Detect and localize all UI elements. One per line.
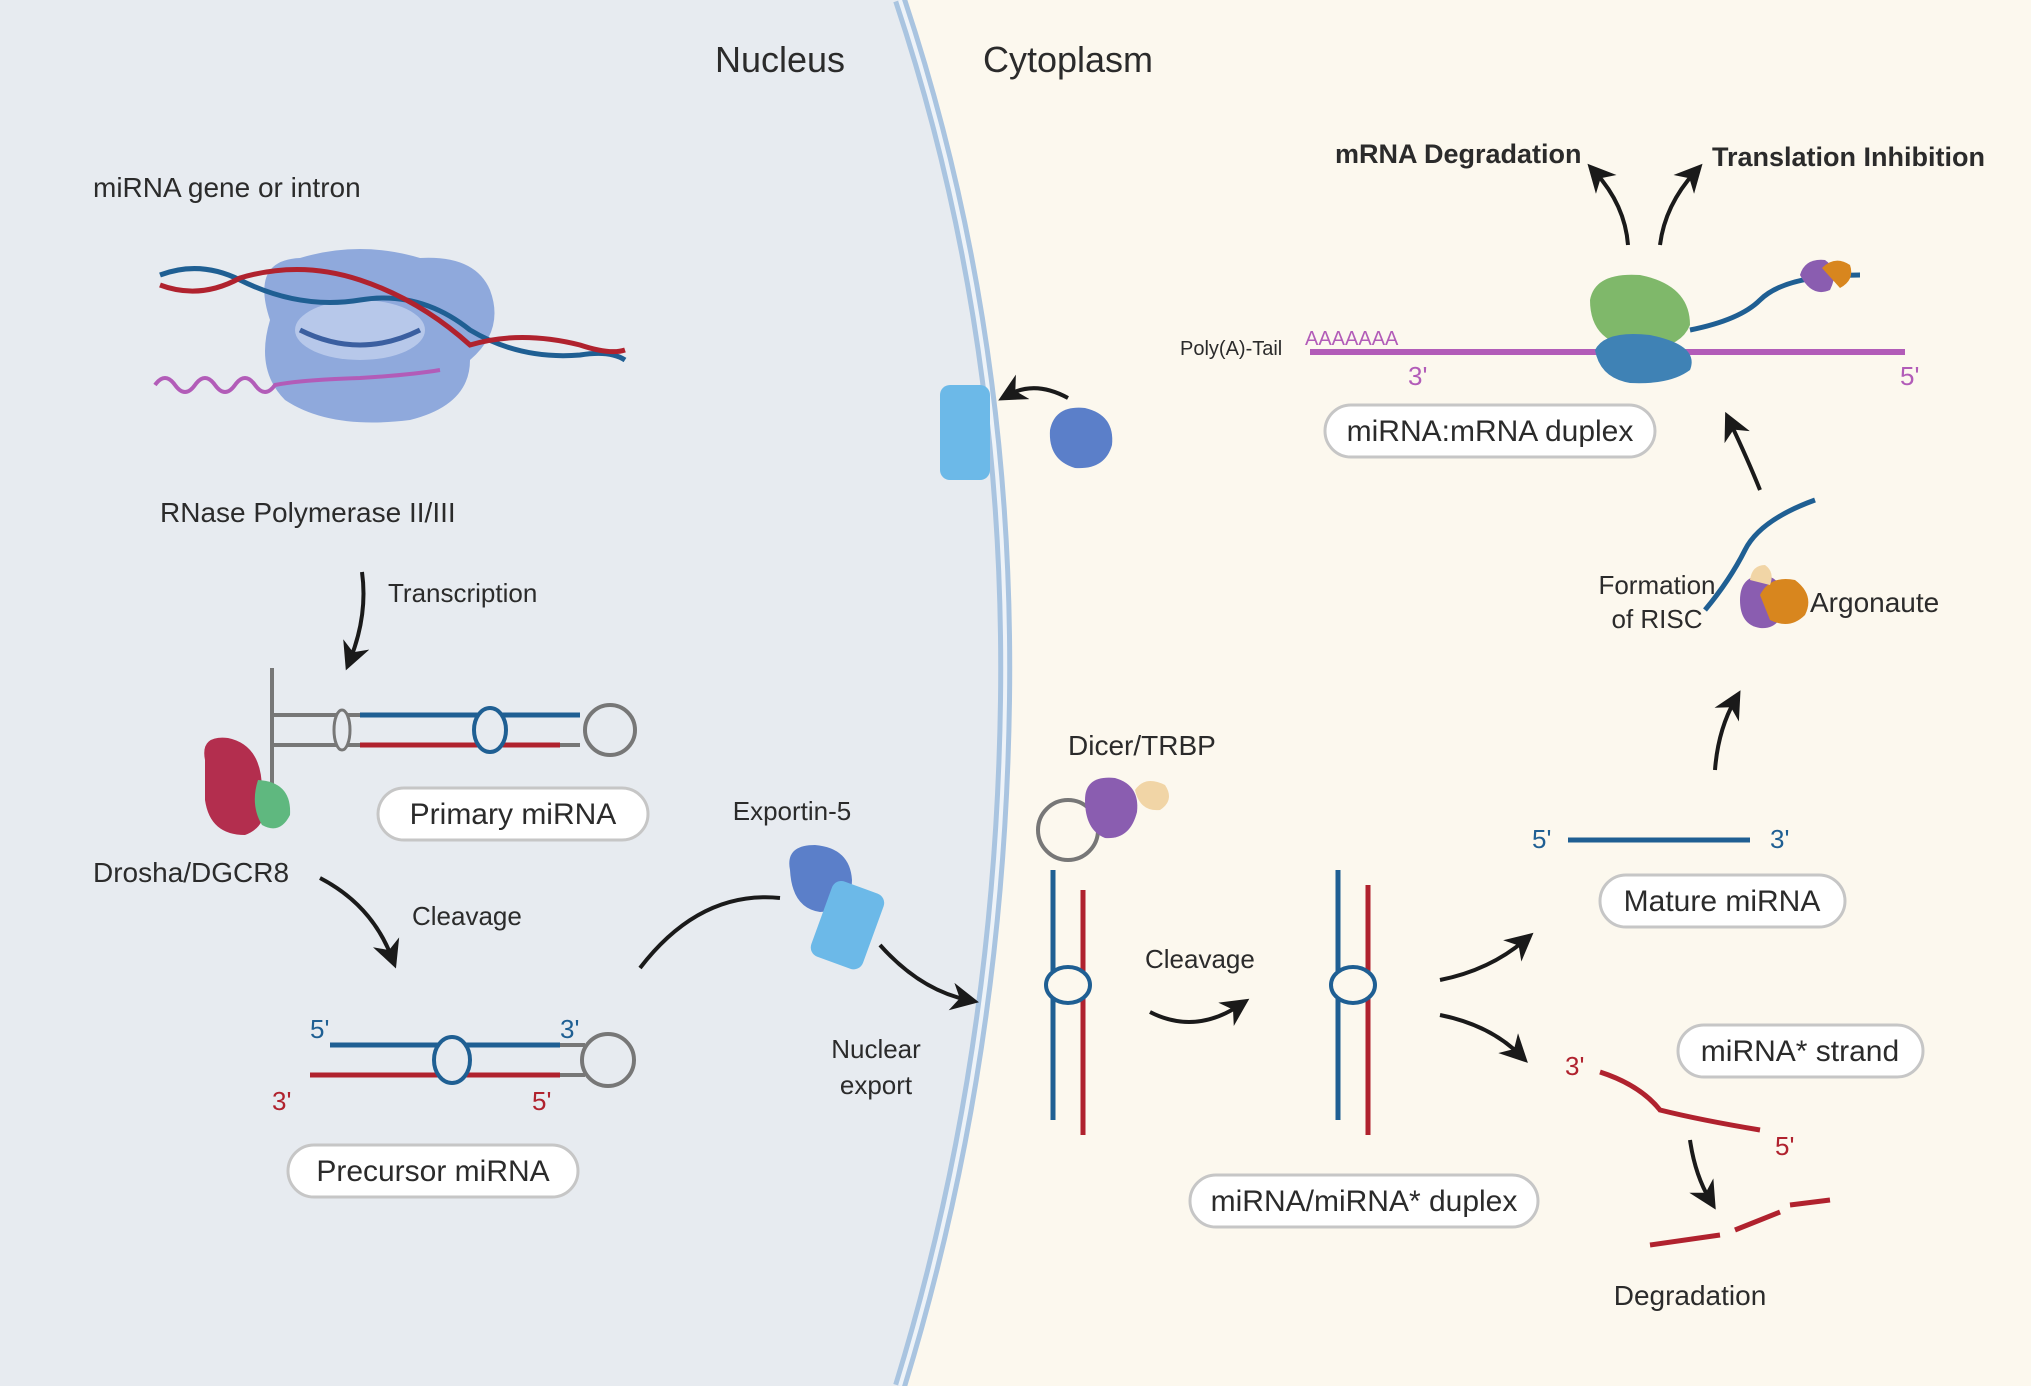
degraded-fragments (1649, 1197, 1831, 1248)
dicer-label: Dicer/TRBP (1068, 730, 1216, 761)
risc-label-1: Formation (1598, 570, 1715, 600)
primary-mirna-box: Primary miRNA (376, 786, 650, 842)
cytoplasm-title: Cytoplasm (983, 39, 1153, 80)
precursor-3prime-top-label: 3' (560, 1014, 579, 1044)
dna-strand-red (159, 267, 626, 355)
mature-mirna-box: Mature miRNA (1598, 873, 1847, 929)
primary-mirna-label: Primary miRNA (410, 798, 617, 831)
precursor-mirna-hairpin (310, 1032, 636, 1088)
nuclear-pore-lower-icon (810, 880, 885, 970)
mirna-duplex (1329, 870, 1377, 1135)
drosha-dgcr8-icon (204, 737, 291, 835)
nucleus-title: Nucleus (715, 39, 845, 80)
nuclear-membrane-inner (898, 0, 1008, 1386)
cleavage-arrow-nucleus (319, 876, 400, 969)
dicer-trbp-icon (1085, 777, 1169, 839)
transcription-label: Transcription (388, 578, 537, 608)
mature-3prime-label: 3' (1770, 824, 1789, 854)
to-mature-arrow (1439, 932, 1534, 982)
degradation-label: Degradation (1614, 1280, 1767, 1311)
ribosome-icon (1590, 274, 1692, 384)
mrna-duplex-box: miRNA:mRNA duplex (1323, 403, 1657, 459)
primary-mirna-hairpin (270, 668, 637, 790)
precursor-5prime-label: 5' (310, 1014, 329, 1044)
exportin-label: Exportin-5 (733, 796, 852, 826)
transcription-arrow (343, 571, 370, 671)
gene-label: miRNA gene or intron (93, 172, 361, 203)
to-star-arrow (1439, 1013, 1528, 1063)
risc-label-2: of RISC (1611, 604, 1702, 634)
nuclear-export-label-2: export (840, 1070, 913, 1100)
argonaute-icon (1740, 565, 1809, 629)
precursor-3prime-label: 3' (272, 1086, 291, 1116)
translation-inhibition-arrow (1658, 163, 1703, 246)
mirna-star-box: miRNA* strand (1676, 1023, 1925, 1079)
cleavage-label-cytoplasm: Cleavage (1145, 944, 1255, 974)
star-3prime-label: 3' (1565, 1051, 1584, 1081)
mrna-3prime-label: 3' (1408, 361, 1427, 391)
precursor-mirna-label: Precursor miRNA (316, 1155, 549, 1188)
precursor-mirna-box: Precursor miRNA (286, 1143, 580, 1199)
duplex-label: miRNA/miRNA* duplex (1211, 1185, 1518, 1218)
nucleus-region (0, 0, 1006, 1386)
export-arc (638, 895, 781, 970)
argonaute-label: Argonaute (1810, 587, 1939, 618)
dicer-hairpin (1036, 798, 1100, 1135)
mirna-star-label: miRNA* strand (1701, 1035, 1899, 1068)
mirna-star-strand (1599, 1069, 1761, 1133)
mrna-duplex-label: miRNA:mRNA duplex (1347, 415, 1634, 448)
polya-sequence: AAAAAAA (1305, 328, 1399, 350)
precursor-5prime-bottom-label: 5' (532, 1086, 551, 1116)
cleavage-arrow-cytoplasm (1149, 998, 1250, 1026)
mrna-degradation-label: mRNA Degradation (1335, 139, 1582, 169)
cleavage-label-nucleus: Cleavage (412, 901, 522, 931)
drosha-label: Drosha/DGCR8 (93, 857, 289, 888)
mature-5prime-label: 5' (1532, 824, 1551, 854)
nuclear-export-arrow (878, 943, 979, 1011)
translation-inhibition-label: Translation Inhibition (1712, 142, 1985, 172)
nuclear-pore-upper-icon (940, 385, 990, 480)
nuclear-export-label-1: Nuclear (831, 1034, 921, 1064)
to-mrna-arrow (1724, 411, 1762, 491)
mrna-5prime-label: 5' (1900, 361, 1919, 391)
duplex-box: miRNA/miRNA* duplex (1188, 1173, 1540, 1229)
mrna-degradation-arrow (1587, 163, 1630, 246)
risc-mirna-strand (1703, 497, 1816, 612)
degradation-arrow (1688, 1139, 1716, 1210)
transcript-rna (153, 368, 441, 394)
to-risc-arrow (1713, 690, 1741, 771)
star-5prime-label: 5' (1775, 1131, 1794, 1161)
polya-label: Poly(A)-Tail (1180, 338, 1282, 360)
mature-mirna-label: Mature miRNA (1624, 885, 1821, 918)
recycle-arrow (998, 374, 1069, 401)
polymerase-label: RNase Polymerase II/III (160, 497, 456, 528)
protein-recycle-icon (1049, 407, 1113, 469)
mrna-argonaute-icon (1800, 259, 1852, 293)
